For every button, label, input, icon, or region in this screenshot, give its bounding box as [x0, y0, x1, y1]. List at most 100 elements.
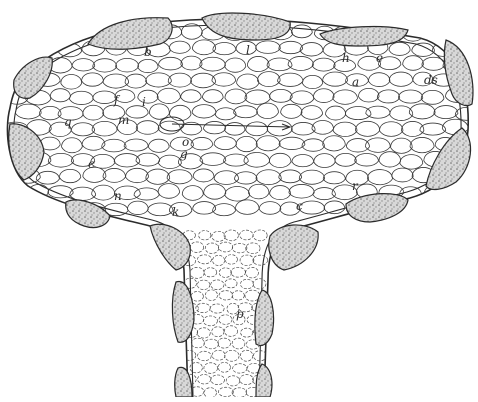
- scale-cell: [312, 121, 333, 135]
- stalk-cell: [212, 350, 225, 360]
- scale-cell: [146, 73, 172, 87]
- scale-cell: [433, 202, 459, 215]
- scale-cell: [413, 202, 437, 215]
- scale-cell: [193, 202, 216, 215]
- stalk-cell: [183, 350, 195, 360]
- scale-cell: [400, 155, 423, 170]
- scale-cell: [392, 168, 413, 182]
- scale-cell: [3, 25, 26, 39]
- scale-cell: [204, 121, 226, 133]
- scale-cell: [214, 137, 236, 150]
- plate-right-upper: [444, 40, 473, 106]
- scale-cell: [256, 170, 281, 185]
- scale-cell: [345, 107, 371, 120]
- scale-cell: [355, 121, 379, 136]
- plate-left-middle: [9, 124, 44, 180]
- scale-cell: [246, 122, 268, 136]
- stalk-cell: [253, 255, 268, 265]
- stalk-cell: [240, 350, 252, 361]
- label-ds: ds: [424, 73, 438, 87]
- scale-cell: [247, 56, 269, 71]
- scale-cell: [299, 201, 325, 214]
- scale-cell: [61, 75, 82, 90]
- stalk-cell: [211, 280, 224, 290]
- scale-cell: [269, 89, 292, 102]
- scale-cell: [48, 153, 73, 167]
- stalk-cell: [191, 338, 204, 348]
- stalk-cell: [190, 267, 204, 278]
- scale-cell: [313, 89, 334, 103]
- scale-cell: [134, 188, 159, 200]
- stalk-cell: [205, 243, 218, 253]
- label-i: i: [142, 95, 146, 109]
- scale-cell: [323, 172, 345, 184]
- scale-cell: [237, 74, 259, 89]
- scale-cell: [302, 139, 325, 151]
- scale-cell: [422, 25, 448, 40]
- scale-cell: [300, 43, 323, 57]
- scale-cell: [368, 73, 389, 87]
- label-k: k: [172, 205, 179, 219]
- stalk-cell: [197, 255, 211, 264]
- scale-cell: [234, 106, 258, 118]
- scale-cell: [138, 90, 158, 103]
- scale-cell: [181, 90, 201, 103]
- label-n: n: [114, 189, 122, 203]
- stalk-cell: [204, 388, 216, 397]
- scale-cell: [82, 73, 104, 86]
- scale-cell: [25, 27, 48, 41]
- plate-stalk-right-base: [256, 364, 272, 397]
- scale-cell: [149, 104, 169, 119]
- scale-cell: [367, 170, 392, 185]
- scale-cell: [256, 41, 281, 54]
- scale-cell: [82, 136, 105, 150]
- stalk-cell: [190, 242, 203, 253]
- stalk-cell: [204, 268, 217, 277]
- scale-cell: [192, 40, 215, 55]
- scale-cell: [62, 138, 83, 153]
- scale-cell: [181, 56, 202, 70]
- label-h: h: [342, 51, 350, 65]
- stalk-cell: [240, 230, 253, 240]
- scale-cell: [259, 202, 281, 215]
- label-b: b: [144, 45, 152, 59]
- scale-cell: [421, 90, 444, 104]
- label-r: r: [352, 179, 359, 193]
- scale-cell: [215, 108, 236, 120]
- scale-cell: [279, 170, 302, 183]
- stalk-cell: [218, 242, 232, 252]
- label-f: f: [113, 93, 121, 107]
- scale-cell: [224, 154, 249, 166]
- plate-stalk-right-bottom: [255, 290, 274, 346]
- label-p: p: [236, 307, 244, 321]
- scale-cell: [292, 155, 314, 167]
- plate-top-left: [88, 18, 172, 50]
- plate-left-lower: [66, 200, 110, 228]
- stalk-cell: [233, 364, 247, 373]
- scale-cell: [455, 201, 478, 216]
- label-q: q: [64, 115, 72, 129]
- label-c-left: c: [88, 157, 95, 171]
- scale-cell: [202, 90, 223, 103]
- scale-cell: [92, 121, 117, 136]
- scale-cell: [213, 43, 236, 55]
- stalk-cell: [232, 243, 247, 252]
- scale-cell: [138, 59, 158, 72]
- stalk-cell: [218, 362, 230, 372]
- scale-cell: [167, 170, 192, 184]
- scale-cell: [324, 201, 345, 214]
- scale-cell: [409, 104, 435, 119]
- scale-cell: [410, 137, 434, 152]
- stalk-cell: [225, 350, 239, 361]
- scale-cell: [377, 90, 399, 103]
- stalk-cell: [231, 267, 246, 277]
- stalk-cell: [219, 291, 233, 300]
- scale-cell: [148, 139, 169, 152]
- stalk-cell: [232, 388, 247, 397]
- stalk-cell: [241, 328, 253, 337]
- scale-cell: [267, 121, 292, 136]
- stalk-cell: [224, 230, 238, 241]
- scale-cell: [279, 41, 303, 53]
- stalk-cell: [218, 338, 231, 348]
